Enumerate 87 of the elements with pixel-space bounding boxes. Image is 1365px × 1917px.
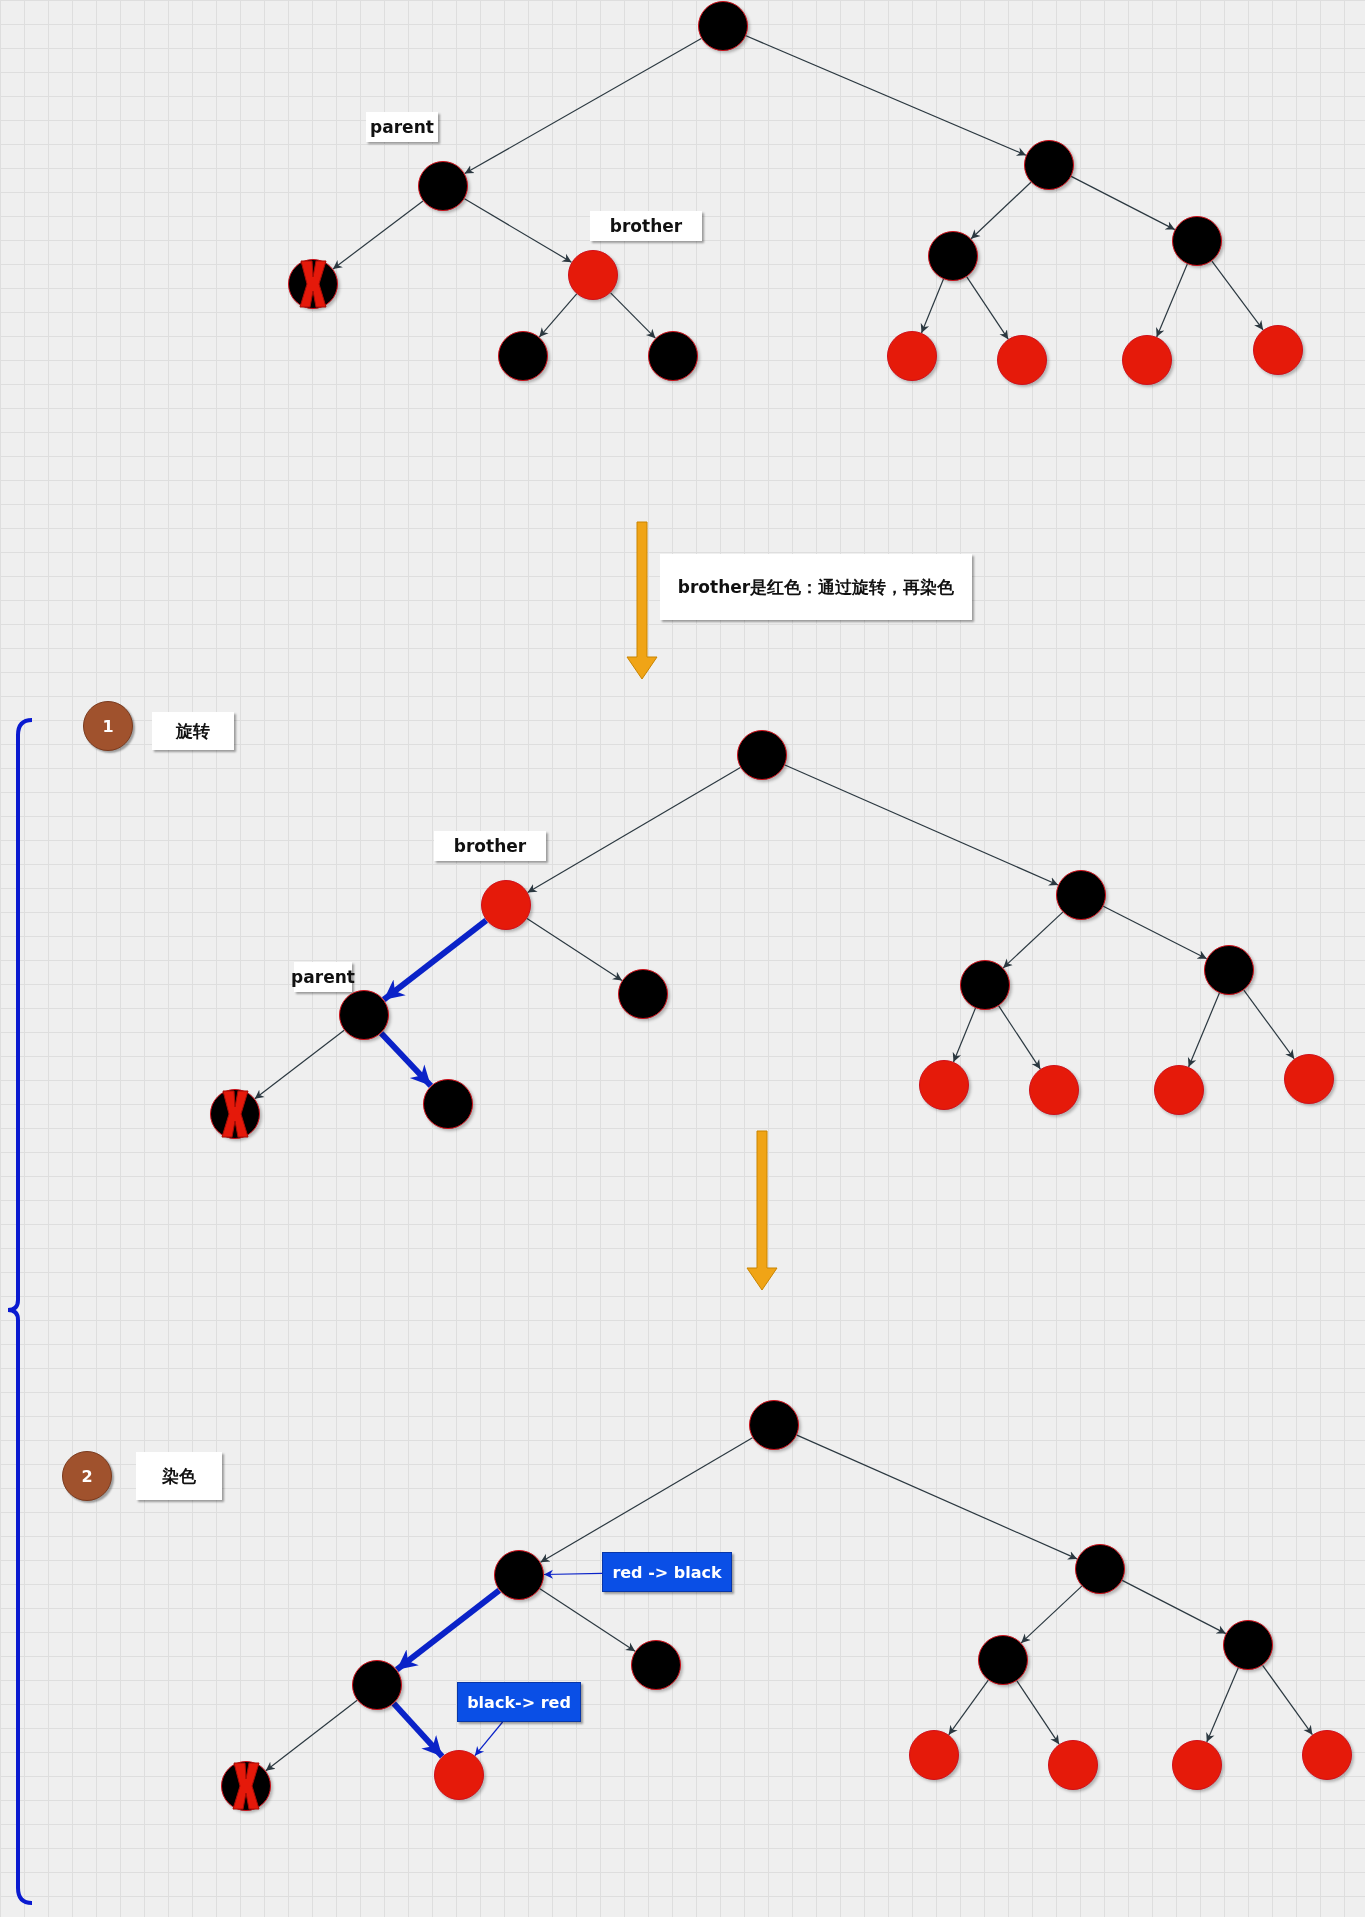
arrow <box>464 37 702 175</box>
arrow <box>381 917 489 1003</box>
arrow <box>265 1699 358 1772</box>
arrow <box>1102 905 1208 960</box>
arrow <box>539 1437 754 1563</box>
tree-node-circle <box>1048 1740 1098 1790</box>
leader-arrow <box>543 1569 603 1579</box>
tree-node-circle <box>498 331 548 381</box>
tree-node-circle <box>648 331 698 381</box>
tree-node-circle <box>737 730 787 780</box>
tree-node-circle <box>481 880 531 930</box>
arrow <box>970 181 1032 240</box>
arrow <box>784 764 1059 886</box>
note-box: brother是红色：通过旋转，再染色 <box>660 554 972 620</box>
tree-node-circle <box>1122 335 1172 385</box>
tree-node-circle <box>1029 1065 1079 1115</box>
tree-node-circle <box>618 969 668 1019</box>
arrow <box>527 767 741 893</box>
tree-node-circle <box>434 1750 484 1800</box>
arrow <box>1187 992 1220 1068</box>
tree-node-circle <box>352 1660 402 1710</box>
tree-node-circle <box>494 1550 544 1600</box>
tree-node-circle <box>928 231 978 281</box>
tree-node-circle <box>1172 216 1222 266</box>
arrow <box>610 292 656 339</box>
tree-node-circle <box>1253 325 1303 375</box>
tree-node-circle <box>749 1400 799 1450</box>
tree-node-circle <box>919 1060 969 1110</box>
tree-node-circle <box>418 161 468 211</box>
arrow <box>539 1588 636 1652</box>
arrow <box>920 278 945 334</box>
tree-node-circle <box>1024 140 1074 190</box>
tree-node-circle <box>997 335 1047 385</box>
arrow <box>1156 263 1188 338</box>
leader-arrow <box>474 1721 504 1757</box>
step-label: 染色 <box>136 1452 222 1500</box>
tree-node-circle <box>1056 870 1106 920</box>
arrow <box>463 198 573 263</box>
arrow <box>1243 989 1295 1060</box>
arrow <box>379 1031 433 1088</box>
arrow <box>1262 1664 1313 1736</box>
crossed-out-node <box>210 1089 260 1139</box>
tree-node-circle <box>1302 1730 1352 1780</box>
step-badge: 1 <box>83 701 133 751</box>
tree-node-circle <box>978 1635 1028 1685</box>
tree-node-circle <box>698 1 748 51</box>
arrow <box>1020 1585 1083 1644</box>
arrow <box>538 293 578 338</box>
arrow <box>948 1679 989 1736</box>
arrow <box>966 276 1009 340</box>
tree-node-circle <box>1204 945 1254 995</box>
tree-node-circle <box>1172 1740 1222 1790</box>
arrow <box>796 1434 1078 1560</box>
tree-node-circle <box>1154 1065 1204 1115</box>
tag-label: parent <box>366 112 438 142</box>
arrow <box>952 1007 977 1063</box>
tree-node-circle <box>887 331 937 381</box>
crossed-out-node <box>221 1761 271 1811</box>
tag-label: brother <box>590 211 702 241</box>
tree-node-circle <box>960 960 1010 1010</box>
tree-node-circle <box>1223 1620 1273 1670</box>
tree-node-circle <box>909 1730 959 1780</box>
arrow <box>745 35 1027 156</box>
note-box: black-> red <box>457 1682 581 1722</box>
tag-label: brother <box>434 831 546 861</box>
step-badge: 2 <box>62 1451 112 1501</box>
arrow <box>526 918 623 981</box>
note-box: red -> black <box>602 1552 732 1592</box>
tree-node-circle <box>1284 1054 1334 1104</box>
arrow <box>1002 911 1064 969</box>
arrow <box>1206 1667 1239 1743</box>
arrow <box>332 200 424 270</box>
arrow <box>1211 260 1264 331</box>
arrow <box>998 1005 1041 1070</box>
arrow <box>1070 175 1176 231</box>
tree-node-circle <box>339 990 389 1040</box>
tree-node-circle <box>568 250 618 300</box>
tree-node-circle <box>423 1079 473 1129</box>
arrow <box>1016 1680 1060 1745</box>
tree-node-circle <box>1075 1544 1125 1594</box>
tree-node-circle <box>631 1640 681 1690</box>
step-label: 旋转 <box>152 712 234 750</box>
arrow <box>394 1587 502 1673</box>
arrow <box>1121 1579 1227 1635</box>
arrow <box>254 1029 345 1100</box>
arrow <box>391 1701 445 1759</box>
crossed-out-node <box>288 259 338 309</box>
